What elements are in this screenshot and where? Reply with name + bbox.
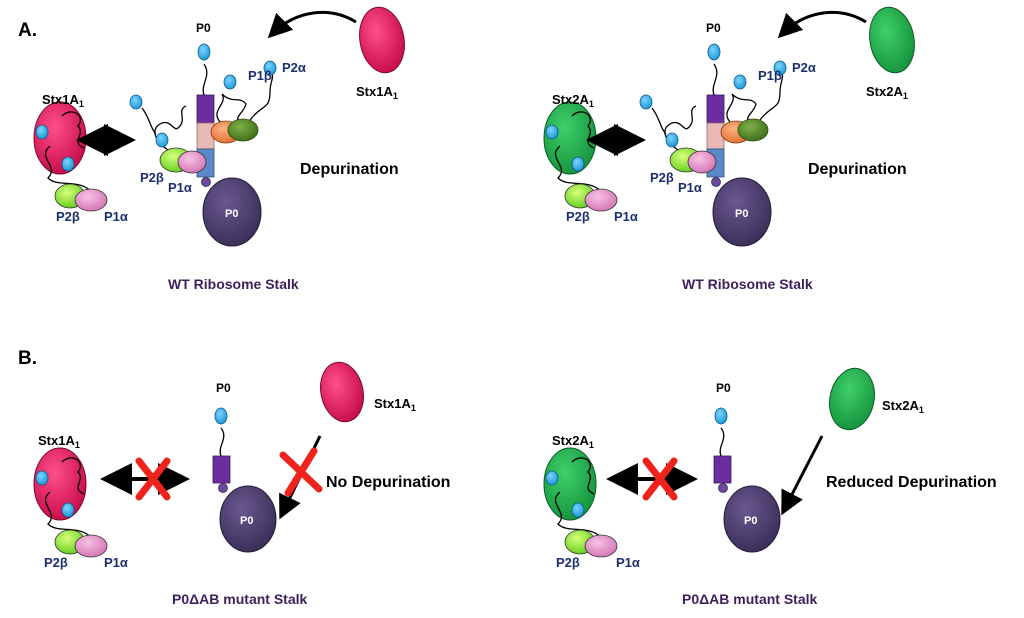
p0-domain-purple (706, 94, 725, 124)
p0-hinge (711, 177, 721, 187)
p2a-ctd-cyan (773, 60, 787, 76)
p0-top-label: P0 (196, 21, 211, 35)
p2a-label: P2α (792, 60, 816, 75)
p0-body (219, 485, 277, 553)
p1a-label: P1α (614, 209, 638, 224)
panel-b-right: Stx2A1 P2β P1α P0 P0 Stx2A1 Reduced Depu… (543, 367, 997, 607)
panel-a-label: A. (18, 20, 37, 41)
p1a-stalk-label: P1α (678, 180, 702, 195)
stx1a1-incoming-label: Stx1A1 (374, 396, 416, 413)
p0-domain-purple (713, 455, 732, 484)
toxin-approach-arrow (781, 435, 824, 516)
p1b-ctd-cyan (223, 74, 237, 90)
panel-b-left: Stx1A1 P2β P1α P0 P0 Stx1A1 No Depurinat… (33, 361, 450, 607)
p2b-stalk-label: P2β (650, 170, 674, 185)
mutant-stalk-caption: P0ΔAB mutant Stalk (682, 591, 818, 607)
stx1a1-toxin-free (33, 447, 87, 521)
wt-stalk-caption: WT Ribosome Stalk (682, 276, 813, 292)
stx2a1-free-label: Stx2A1 (552, 433, 594, 450)
p2b-label: P2β (44, 555, 68, 570)
p1a-stalk-label: P1α (168, 180, 192, 195)
p2b-label: P2β (56, 209, 80, 224)
blocked-binding-cross (135, 457, 171, 501)
stx2a1-incoming-label: Stx2A1 (866, 84, 908, 101)
p2b-stalk-label: P2β (140, 170, 164, 185)
p0-top-label: P0 (706, 21, 721, 35)
p0-ctd-cyan (197, 43, 211, 61)
panel-b-label: B. (18, 348, 37, 369)
p1b-label: P1β (758, 68, 782, 83)
p2a-ctd-cyan (263, 60, 277, 76)
p0-top-label: P0 (716, 381, 731, 395)
depurination-note: Depurination (808, 161, 907, 178)
p0-body-label: P0 (240, 515, 253, 527)
stx1a1-toxin-incoming (320, 361, 364, 423)
p0-body-label: P0 (744, 515, 757, 527)
stx2a1-toxin-incoming (869, 6, 915, 74)
p0-domain-pink (706, 122, 725, 150)
p0-ctd-cyan (714, 407, 728, 425)
p2a-protein (737, 118, 769, 142)
p2a-protein (227, 118, 259, 142)
wt-stalk-caption: WT Ribosome Stalk (168, 276, 299, 292)
p0-top-label: P0 (216, 381, 231, 395)
p0-body (712, 177, 772, 247)
depurination-note: Depurination (300, 161, 399, 178)
stx1a1-incoming-label: Stx1A1 (356, 84, 398, 101)
reduced-depurination-note: Reduced Depurination (826, 474, 997, 491)
stx2a1-incoming-label: Stx2A1 (882, 398, 924, 415)
p1a-ctd-cyan-stalk (665, 132, 679, 148)
stx2a1-toxin-free (543, 447, 597, 521)
p0-body (723, 485, 781, 553)
p0-body (202, 177, 262, 247)
p0-hinge (201, 177, 211, 187)
panel-a-right: Stx2A1 P2β P1α P0 P0 P1β P2α P2β P1α Stx… (543, 6, 915, 292)
p1a-protein-stalk (177, 150, 207, 174)
p1a-label: P1α (616, 555, 640, 570)
p2b-label: P2β (566, 209, 590, 224)
p2b-label: P2β (556, 555, 580, 570)
mutant-stalk-caption: P0ΔAB mutant Stalk (172, 591, 308, 607)
p1a-protein-stalk (687, 150, 717, 174)
p1b-label: P1β (248, 68, 272, 83)
blocked-depurination-cross (279, 447, 323, 497)
toxin-approach-arrow (777, 10, 867, 39)
p2a-label: P2α (282, 60, 306, 75)
panel-a-left: Stx1A1 P2β P1α P0 P0 P1β P2α P2β P1α (33, 6, 405, 292)
stx2a1-toxin-incoming (829, 367, 875, 431)
p0-domain-purple (212, 455, 231, 484)
p0-body-label: P0 (735, 208, 748, 220)
p1a-ctd-cyan-stalk (155, 132, 169, 148)
p2b-ctd-cyan-stalk (639, 94, 653, 110)
toxin-approach-arrow (267, 10, 357, 39)
p1b-ctd-cyan (733, 74, 747, 90)
no-depurination-note: No Depurination (326, 474, 450, 491)
stx2a1-free-label: Stx2A1 (552, 92, 594, 109)
stx1a1-free-label: Stx1A1 (38, 433, 80, 450)
p1a-label: P1α (104, 209, 128, 224)
p0-domain-purple (196, 94, 215, 124)
p0-body-label: P0 (225, 208, 238, 220)
stx1a1-free-label: Stx1A1 (42, 92, 84, 109)
p0-ctd-cyan (214, 407, 228, 425)
p1a-label: P1α (104, 555, 128, 570)
p0-domain-pink (196, 122, 215, 150)
p2b-ctd-cyan-stalk (129, 94, 143, 110)
stx1a1-toxin-incoming (359, 6, 405, 74)
p0-hinge (218, 483, 228, 493)
p0-hinge (718, 483, 728, 493)
p0-ctd-cyan (707, 43, 721, 61)
blocked-binding-cross (642, 457, 678, 501)
